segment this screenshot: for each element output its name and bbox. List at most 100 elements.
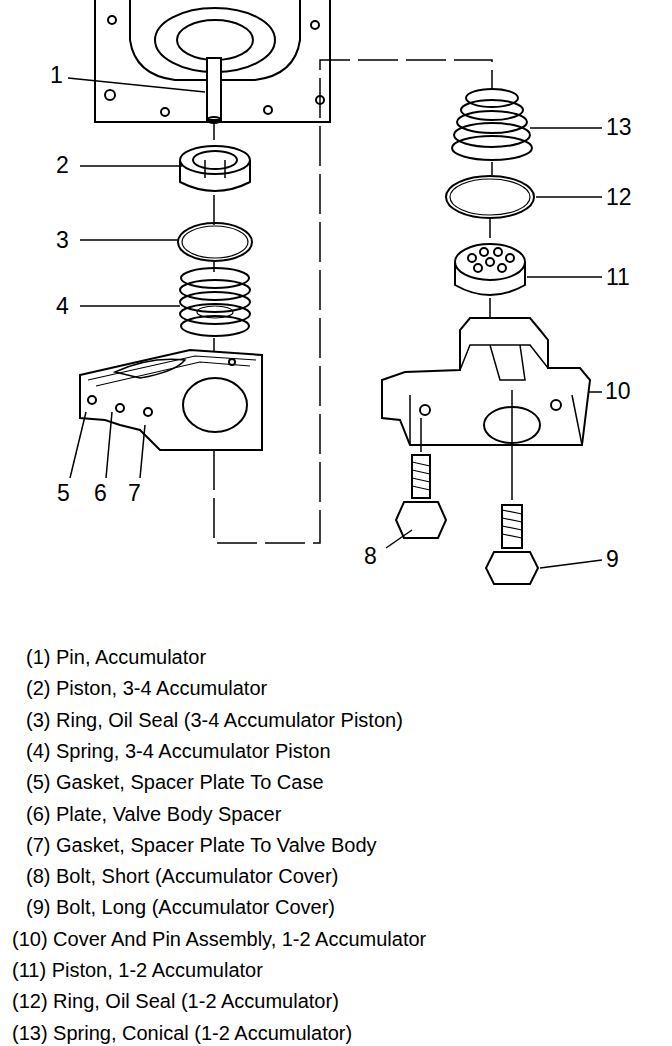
illustration-stroke bbox=[382, 318, 590, 445]
illustration-stroke bbox=[88, 396, 96, 404]
callout-number: 1 bbox=[50, 64, 63, 87]
illustration-stroke bbox=[193, 151, 237, 169]
illustration-stroke bbox=[181, 268, 249, 288]
parts-list-entry: (5) Gasket, Spacer Plate To Case bbox=[26, 772, 324, 792]
illustration-stroke bbox=[180, 292, 250, 312]
illustration-stroke bbox=[468, 254, 476, 262]
illustration-stroke bbox=[80, 350, 262, 450]
illustration-group bbox=[68, 0, 602, 584]
callout-number: 7 bbox=[128, 482, 141, 505]
illustration-stroke bbox=[491, 162, 493, 175]
illustration-stroke bbox=[205, 160, 225, 178]
illustration-stroke bbox=[486, 552, 538, 584]
illustration-stroke bbox=[182, 226, 248, 258]
callout-number: 6 bbox=[94, 482, 107, 505]
illustration-stroke bbox=[455, 244, 525, 280]
illustration-stroke bbox=[412, 455, 430, 498]
illustration-stroke bbox=[213, 195, 215, 225]
parts-list-entry: (9) Bolt, Long (Accumulator Cover) bbox=[26, 897, 335, 917]
illustration-stroke bbox=[498, 264, 506, 272]
illustration-stroke bbox=[80, 165, 182, 167]
illustration-stroke bbox=[502, 510, 522, 538]
illustration-stroke bbox=[106, 412, 112, 478]
illustration-stroke bbox=[536, 196, 602, 198]
illustration-stroke bbox=[530, 127, 602, 129]
illustration-stroke bbox=[502, 505, 522, 548]
illustration-stroke bbox=[161, 108, 169, 116]
illustration-stroke bbox=[180, 304, 250, 324]
illustration-stroke bbox=[95, 0, 330, 122]
illustration-stroke bbox=[412, 462, 430, 490]
illustration-stroke bbox=[116, 404, 124, 412]
illustration-stroke bbox=[452, 136, 532, 160]
callout-number: 5 bbox=[57, 482, 70, 505]
illustration-stroke bbox=[181, 316, 249, 336]
illustration-stroke bbox=[178, 223, 252, 261]
parts-list-entry: (7) Gasket, Spacer Plate To Valve Body bbox=[26, 835, 377, 855]
illustration-stroke bbox=[551, 400, 561, 410]
callout-number: 3 bbox=[56, 229, 69, 252]
illustration-stroke bbox=[480, 248, 488, 256]
callout-number: 12 bbox=[606, 186, 632, 209]
illustration-stroke bbox=[115, 359, 185, 378]
illustration-stroke bbox=[311, 21, 319, 29]
callout-number: 11 bbox=[606, 266, 630, 289]
illustration-stroke bbox=[207, 58, 221, 120]
illustration-stroke bbox=[80, 305, 180, 307]
illustration-stroke bbox=[140, 425, 145, 478]
illustration-stroke bbox=[486, 258, 494, 266]
parts-list-entry: (3) Ring, Oil Seal (3-4 Accumulator Pist… bbox=[26, 710, 403, 730]
parts-list-entry: (6) Plate, Valve Body Spacer bbox=[26, 804, 281, 824]
illustration-stroke bbox=[213, 262, 215, 272]
callout-number: 10 bbox=[605, 380, 631, 403]
parts-list-entry: (8) Bolt, Short (Accumulator Cover) bbox=[26, 866, 338, 886]
parts-list-entry: (11) Piston, 1-2 Accumulator bbox=[12, 960, 263, 980]
callout-number: 13 bbox=[606, 116, 632, 139]
illustration-stroke bbox=[80, 239, 178, 241]
illustration-group bbox=[68, 78, 602, 568]
illustration-stroke bbox=[466, 89, 518, 107]
illustration-stroke bbox=[70, 412, 86, 478]
callout-number: 8 bbox=[364, 545, 377, 568]
illustration-stroke bbox=[527, 276, 602, 278]
callout-number: 2 bbox=[56, 154, 69, 177]
illustration-stroke bbox=[108, 16, 116, 24]
parts-list-entry: (10) Cover And Pin Assembly, 1-2 Accumul… bbox=[12, 929, 426, 949]
parts-list-entry: (4) Spring, 3-4 Accumulator Piston bbox=[26, 741, 331, 761]
parts-list-entry: (13) Spring, Conical (1-2 Accumulator) bbox=[12, 1023, 352, 1043]
illustration-stroke bbox=[489, 219, 491, 238]
illustration-stroke bbox=[396, 502, 446, 538]
illustration-stroke bbox=[386, 530, 412, 548]
illustration-stroke bbox=[177, 20, 253, 60]
illustration-stroke bbox=[213, 122, 215, 140]
illustration-stroke bbox=[511, 390, 513, 500]
illustration-stroke bbox=[183, 378, 247, 432]
illustration-stroke bbox=[460, 345, 548, 370]
illustration-stroke bbox=[446, 176, 534, 218]
illustration-stroke bbox=[540, 560, 602, 568]
parts-list-entry: (2) Piston, 3-4 Accumulator bbox=[26, 678, 267, 698]
illustration-stroke bbox=[506, 254, 514, 262]
illustration-stroke bbox=[144, 408, 152, 416]
illustration-stroke bbox=[68, 78, 205, 92]
illustration-stroke bbox=[450, 179, 530, 215]
illustration-stroke bbox=[214, 60, 492, 543]
illustration-stroke bbox=[588, 391, 602, 393]
illustration-stroke bbox=[420, 418, 422, 452]
illustration-stroke bbox=[420, 405, 430, 415]
illustration-stroke bbox=[410, 395, 582, 445]
illustration-stroke bbox=[490, 345, 525, 380]
illustration-stroke bbox=[105, 90, 115, 100]
illustration-stroke bbox=[264, 106, 272, 114]
illustration-stroke bbox=[474, 264, 482, 272]
illustration-stroke bbox=[229, 359, 235, 365]
callout-number: 9 bbox=[606, 548, 619, 571]
parts-list-entry: (12) Ring, Oil Seal (1-2 Accumulator) bbox=[12, 991, 339, 1011]
callout-number: 4 bbox=[56, 295, 69, 318]
illustration-stroke bbox=[197, 306, 233, 318]
illustration-stroke bbox=[494, 248, 502, 256]
illustration-stroke bbox=[180, 146, 250, 174]
illustration-stroke bbox=[180, 280, 250, 300]
